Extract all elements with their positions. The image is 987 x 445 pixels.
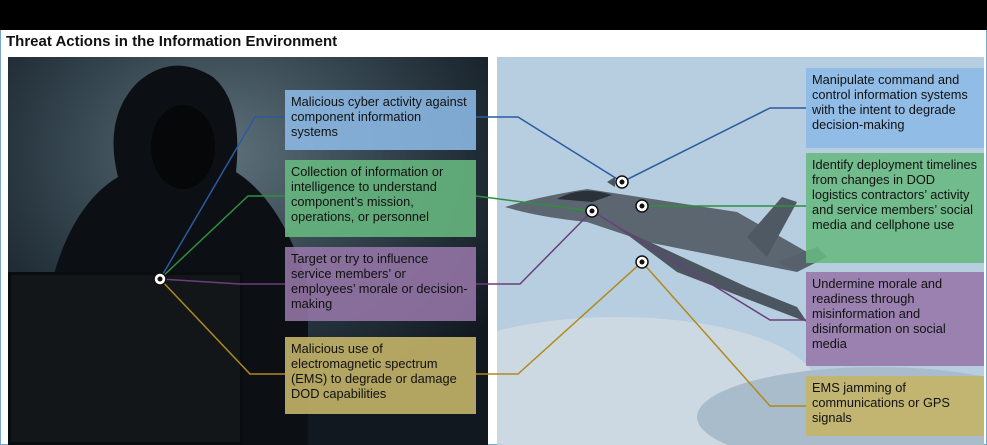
line-left-blue — [159, 116, 285, 280]
left-action-yellow: Malicious use of electromagnetic spectru… — [285, 337, 476, 414]
line-green-to-jet — [475, 195, 593, 212]
marker-jet-nose — [585, 204, 599, 218]
left-action-green: Collection of information or intelligenc… — [285, 160, 476, 237]
marker-jet-belly — [635, 255, 649, 269]
left-action-blue: Malicious cyber activity against compone… — [285, 90, 476, 150]
line-left-green — [159, 195, 285, 280]
marker-hacker — [153, 272, 167, 286]
right-action-green: Identify deployment timelines from chang… — [806, 153, 984, 263]
right-action-yellow: EMS jamming of communications or GPS sig… — [806, 376, 984, 436]
figure-title: Threat Actions in the Information Enviro… — [6, 33, 338, 50]
left-action-purple: Target or try to influence service membe… — [285, 247, 476, 321]
line-right-blue — [621, 107, 806, 183]
marker-jet-body — [635, 199, 649, 213]
line-right-yellow — [641, 261, 806, 407]
right-action-blue: Manipulate command and control informati… — [806, 68, 984, 148]
line-purple-to-jet — [476, 210, 593, 285]
right-action-purple: Undermine morale and readiness through m… — [806, 272, 984, 366]
line-blue-to-jet — [476, 116, 623, 183]
line-yellow-to-jet — [476, 261, 643, 375]
marker-jet-tail — [615, 175, 629, 189]
top-black-bar — [0, 0, 987, 30]
line-right-purple — [591, 210, 806, 321]
line-left-yellow — [159, 278, 285, 375]
line-left-purple — [159, 278, 285, 285]
